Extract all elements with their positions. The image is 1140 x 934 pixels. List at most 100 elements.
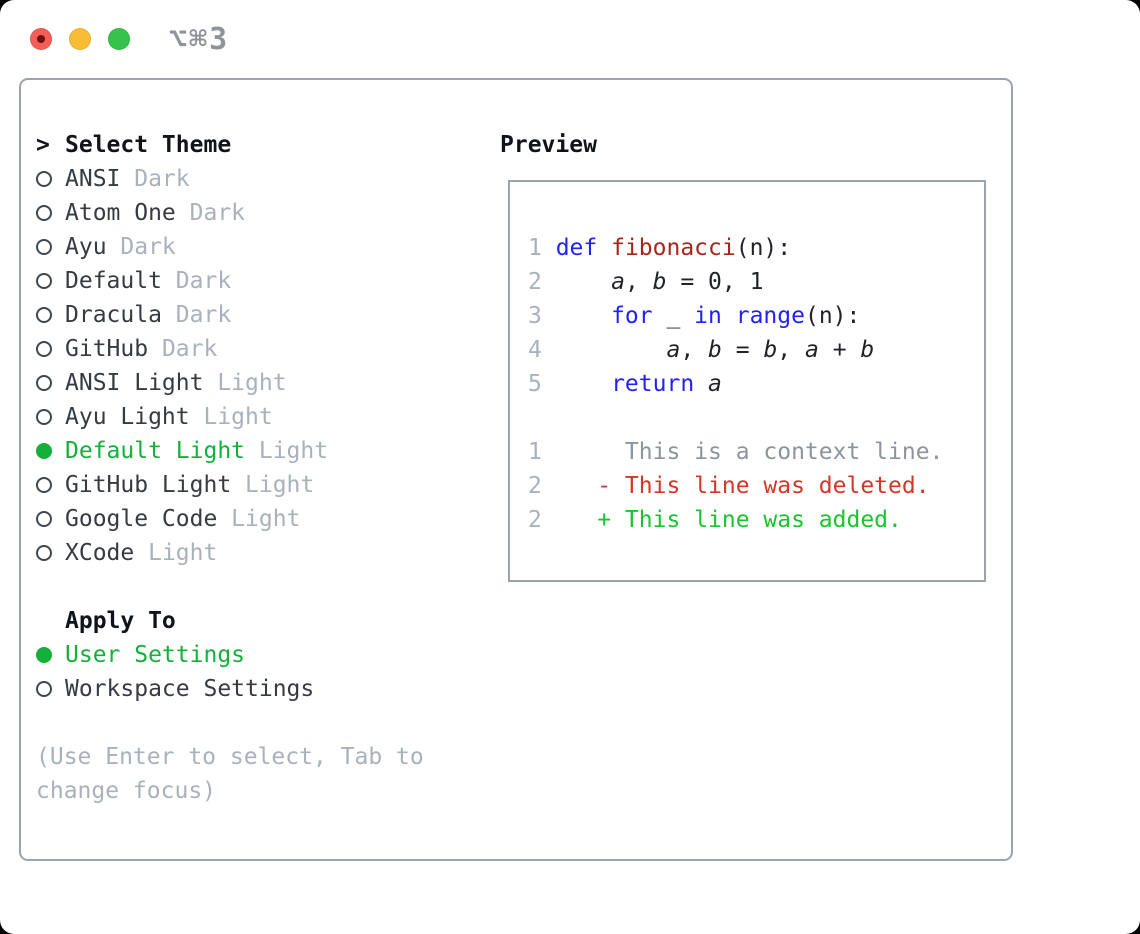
zoom-button[interactable] <box>108 28 130 50</box>
apply-to-header: Apply To <box>36 604 500 638</box>
apply-to-option[interactable]: Workspace Settings <box>36 672 500 706</box>
option-variant-label: Light <box>134 540 218 566</box>
theme-option[interactable]: Dracula Dark <box>36 298 500 332</box>
theme-option[interactable]: Atom One Dark <box>36 196 500 230</box>
theme-option[interactable]: Ayu Light Light <box>36 400 500 434</box>
theme-option[interactable]: Default Light Light <box>36 434 500 468</box>
option-variant-label: Dark <box>161 268 232 294</box>
theme-option[interactable]: Ayu Dark <box>36 230 500 264</box>
radio-icon <box>36 511 65 527</box>
radio-icon <box>36 409 65 425</box>
preview-context-line: 1 This is a context line. <box>528 435 984 469</box>
option-label: ANSI Light <box>65 370 204 396</box>
option-label: Default <box>65 268 162 294</box>
window-title: ⌥⌘3 <box>169 21 230 57</box>
preview-code-line: 5 return a <box>528 367 984 401</box>
option-label: Atom One <box>65 200 176 226</box>
line-number: 1 <box>528 235 542 261</box>
preview-added-line: 2 + This line was added. <box>528 503 984 537</box>
focus-caret-icon: > <box>36 132 50 158</box>
line-number: 2 <box>528 269 542 295</box>
option-variant-label: Dark <box>161 302 232 328</box>
line-number: 5 <box>528 371 542 397</box>
theme-option[interactable]: GitHub Dark <box>36 332 500 366</box>
option-label: XCode <box>65 540 135 566</box>
spacer <box>36 706 500 740</box>
option-variant-label: Dark <box>106 234 176 260</box>
select-theme-header: > Select Theme <box>36 128 500 162</box>
unsaved-dot-icon <box>37 35 45 43</box>
line-number: 3 <box>528 303 542 329</box>
radio-icon <box>36 239 65 255</box>
radio-icon <box>36 341 65 357</box>
theme-option[interactable]: Default Dark <box>36 264 500 298</box>
preview-title: Preview <box>500 132 597 158</box>
close-button[interactable] <box>30 28 52 50</box>
traffic-lights <box>30 28 130 50</box>
option-label: GitHub Light <box>65 472 232 498</box>
radio-icon <box>36 375 65 391</box>
option-variant-label: Dark <box>175 200 246 226</box>
option-label: Ayu Light <box>65 404 190 430</box>
radio-icon <box>36 171 65 187</box>
theme-option[interactable]: Google Code Light <box>36 502 500 536</box>
option-label: Default Light <box>65 438 246 464</box>
preview-code-line: 3 for _ in range(n): <box>528 299 984 333</box>
option-label: Workspace Settings <box>65 676 315 702</box>
line-number: 4 <box>528 337 542 363</box>
option-label: GitHub <box>65 336 149 362</box>
option-label: Dracula <box>65 302 162 328</box>
option-label: Ayu <box>65 234 107 260</box>
option-variant-label: Light <box>203 370 287 396</box>
line-content: def fibonacci(n): <box>555 235 792 261</box>
option-variant-label: Dark <box>148 336 218 362</box>
preview-code-line: 1 def fibonacci(n): <box>528 231 984 265</box>
theme-option[interactable]: ANSI Light Light <box>36 366 500 400</box>
option-variant-label: Light <box>189 404 273 430</box>
radio-icon <box>36 477 65 493</box>
option-variant-label: Light <box>231 472 315 498</box>
line-number: 1 <box>528 439 542 465</box>
line-content: a, b = 0, 1 <box>611 269 764 295</box>
option-variant-label: Dark <box>120 166 190 192</box>
option-label: Google Code <box>65 506 218 532</box>
radio-icon <box>36 307 65 323</box>
minimize-button[interactable] <box>69 28 91 50</box>
theme-option[interactable]: GitHub Light Light <box>36 468 500 502</box>
spacer <box>36 570 500 604</box>
option-label: User Settings <box>65 642 246 668</box>
apply-to-title: Apply To <box>65 608 176 634</box>
preview-code-line: 2 a, b = 0, 1 <box>528 265 984 299</box>
line-content: for _ in range(n): <box>611 303 861 329</box>
preview-blank-line <box>528 401 984 435</box>
line-number: 2 <box>528 507 542 533</box>
apply-to-option[interactable]: User Settings <box>36 638 500 672</box>
radio-selected-icon <box>36 443 65 459</box>
line-content: a, b = b, a + b <box>666 337 875 363</box>
option-variant-label: Light <box>217 506 301 532</box>
radio-icon <box>36 273 65 289</box>
select-theme-title: Select Theme <box>65 132 232 158</box>
line-content: - This line was deleted. <box>555 473 930 499</box>
option-label: ANSI <box>65 166 121 192</box>
theme-option[interactable]: XCode Light <box>36 536 500 570</box>
option-variant-label: Light <box>245 438 329 464</box>
radio-icon <box>36 205 65 221</box>
line-content: + This line was added. <box>555 507 902 533</box>
title-bar: ⌥⌘3 <box>0 0 1140 78</box>
line-content: return a <box>611 371 722 397</box>
line-content: This is a context line. <box>555 439 944 465</box>
preview-deleted-line: 2 - This line was deleted. <box>528 469 984 503</box>
theme-option[interactable]: ANSI Dark <box>36 162 500 196</box>
radio-icon <box>36 545 65 561</box>
hint-text: (Use Enter to select, Tab to change focu… <box>36 744 424 804</box>
preview-code-line: 4 a, b = b, a + b <box>528 333 984 367</box>
radio-icon <box>36 681 65 697</box>
